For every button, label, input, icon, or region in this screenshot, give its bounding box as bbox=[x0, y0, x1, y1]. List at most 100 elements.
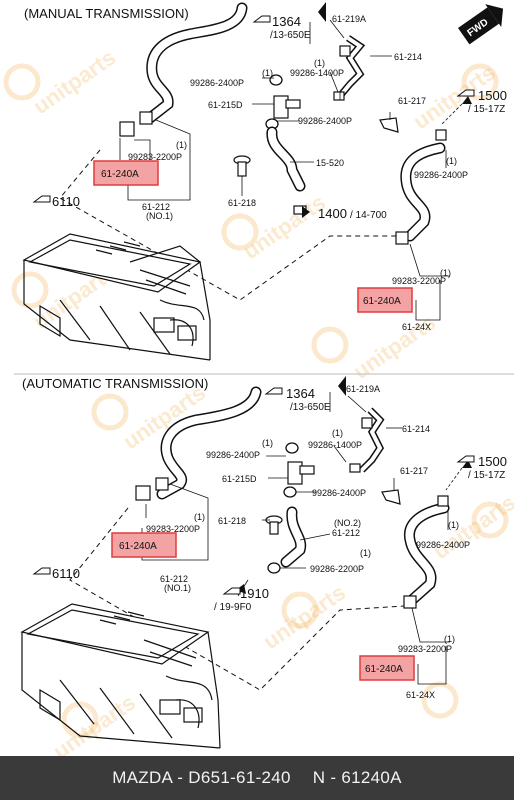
part-label: 61-217 bbox=[398, 96, 426, 106]
automatic-section: (AUTOMATIC TRANSMISSION) bbox=[20, 376, 507, 749]
svg-text:/ 15-17Z: / 15-17Z bbox=[468, 104, 505, 115]
part-label: 99286-2400P bbox=[190, 78, 244, 88]
svg-text:61-240A: 61-240A bbox=[119, 541, 157, 552]
qty-label: (1) bbox=[194, 512, 205, 522]
section-title-manual: (MANUAL TRANSMISSION) bbox=[24, 6, 189, 21]
ref-label-1910: 1910 / 19-9F0 bbox=[214, 586, 269, 613]
hose-clamp-icon bbox=[267, 442, 299, 574]
qty-label: (1) bbox=[314, 58, 325, 68]
part-note: (NO.1) bbox=[164, 583, 191, 593]
fitting-icon bbox=[135, 417, 449, 609]
part-label: 99286-1400P bbox=[308, 440, 362, 450]
hand-pointer-icon bbox=[456, 89, 475, 97]
qty-label: (1) bbox=[262, 438, 273, 448]
leader-lines bbox=[119, 19, 450, 321]
part-note: (NO.1) bbox=[146, 211, 173, 221]
part-label: 99283-2200P bbox=[398, 644, 452, 654]
hvac-unit-drawing bbox=[20, 603, 221, 749]
qty-label: (1) bbox=[176, 140, 187, 150]
qty-label: (1) bbox=[440, 268, 451, 278]
svg-text:61-240A: 61-240A bbox=[101, 169, 139, 180]
svg-text:1910: 1910 bbox=[240, 586, 269, 601]
ref-label-1364: 1364 /13-650E bbox=[264, 386, 331, 413]
watermark-text: unitparts bbox=[49, 690, 140, 764]
svg-text:/13-650E: /13-650E bbox=[290, 402, 331, 413]
hand-pointer-icon bbox=[456, 455, 475, 463]
part-label: 99286-2400P bbox=[414, 170, 468, 180]
ref-arrow-icon bbox=[236, 376, 472, 594]
highlight-part-61-240A[interactable]: 61-240A bbox=[359, 655, 415, 681]
watermark-text: unitparts bbox=[349, 310, 440, 384]
ref-label-1364: 1364 /13-650E bbox=[252, 14, 311, 41]
part-label: 61-24X bbox=[406, 690, 435, 700]
svg-text:6110: 6110 bbox=[52, 566, 80, 581]
svg-text:6110: 6110 bbox=[52, 194, 80, 209]
ref-label-6110: 6110 bbox=[32, 194, 80, 209]
hand-pointer-icon bbox=[32, 195, 51, 203]
part-label: 99286-1400P bbox=[290, 68, 344, 78]
watermark-text: unitparts bbox=[29, 45, 120, 119]
svg-text:/ 19-9F0: / 19-9F0 bbox=[214, 602, 252, 613]
ref-label-1500: 1500 / 15-17Z bbox=[456, 88, 507, 115]
watermark-text: unitparts bbox=[259, 580, 350, 654]
ref-arrow-icon bbox=[302, 2, 472, 218]
qty-label: (1) bbox=[332, 428, 343, 438]
highlight-part-61-240A[interactable]: 61-240A bbox=[357, 287, 413, 313]
part-label: 99286-2200P bbox=[310, 564, 364, 574]
part-label: 61-218 bbox=[218, 516, 246, 526]
hand-pointer-icon bbox=[32, 567, 51, 575]
highlight-part-61-240A[interactable]: 61-240A bbox=[111, 532, 177, 558]
footer-part-code: MAZDA - D651-61-240 bbox=[112, 768, 291, 787]
qty-label: (1) bbox=[444, 634, 455, 644]
part-label: 99286-2400P bbox=[312, 488, 366, 498]
hvac-unit-drawing bbox=[22, 233, 211, 361]
clip-61-217 bbox=[379, 117, 399, 133]
part-label: 99286-2400P bbox=[416, 540, 470, 550]
footer-bar: MAZDA - D651-61-240 N - 61240A bbox=[0, 756, 514, 800]
part-label: 99283-2200P bbox=[128, 152, 182, 162]
part-label: 15-520 bbox=[316, 158, 344, 168]
qty-label: (1) bbox=[448, 520, 459, 530]
part-label: 61-212 bbox=[160, 574, 188, 584]
part-label: 61-215D bbox=[208, 100, 243, 110]
part-label: 61-215D bbox=[222, 474, 257, 484]
part-label: 61-218 bbox=[228, 198, 256, 208]
svg-text:1500: 1500 bbox=[478, 88, 507, 103]
hand-pointer-icon bbox=[264, 387, 283, 395]
svg-text:61-240A: 61-240A bbox=[363, 296, 401, 307]
qty-label: (1) bbox=[446, 156, 457, 166]
ref-label-1500: 1500 / 15-17Z bbox=[456, 454, 507, 481]
svg-text:1400: 1400 bbox=[318, 206, 347, 221]
qty-label: (1) bbox=[360, 548, 371, 558]
part-note: (NO.2) bbox=[334, 518, 361, 528]
svg-text:/ 15-17Z: / 15-17Z bbox=[468, 470, 505, 481]
svg-text:1364: 1364 bbox=[272, 14, 301, 29]
hand-pointer-icon bbox=[252, 15, 271, 23]
joint-61-215D bbox=[273, 95, 301, 119]
part-label: 99283-2200P bbox=[146, 524, 200, 534]
section-title-automatic: (AUTOMATIC TRANSMISSION) bbox=[22, 376, 208, 391]
part-label: 61-214 bbox=[402, 424, 430, 434]
part-label: 61-24X bbox=[402, 322, 431, 332]
svg-text:/ 14-700: / 14-700 bbox=[350, 210, 387, 221]
footer-part-number: N - 61240A bbox=[312, 768, 402, 787]
highlight-part-61-240A[interactable]: 61-240A bbox=[93, 160, 159, 186]
part-label: 99286-2400P bbox=[298, 116, 352, 126]
part-label: 61-219A bbox=[332, 14, 366, 24]
clip-61-217 bbox=[381, 489, 401, 505]
hand-pointer-icon bbox=[222, 587, 241, 595]
ref-label-6110: 6110 bbox=[32, 566, 80, 581]
valve-61-218 bbox=[265, 515, 283, 535]
part-label: 61-219A bbox=[346, 384, 380, 394]
part-label: 99286-2400P bbox=[206, 450, 260, 460]
joint-61-215D bbox=[287, 461, 315, 485]
svg-text:1364: 1364 bbox=[286, 386, 315, 401]
ref-label-1400: 1400 / 14-700 bbox=[318, 206, 387, 221]
svg-text:/13-650E: /13-650E bbox=[270, 30, 311, 41]
svg-text:1500: 1500 bbox=[478, 454, 507, 469]
qty-label: (1) bbox=[262, 68, 273, 78]
part-label: 61-212 bbox=[142, 202, 170, 212]
part-label: 61-212 bbox=[332, 528, 360, 538]
valve-61-218 bbox=[233, 155, 251, 177]
